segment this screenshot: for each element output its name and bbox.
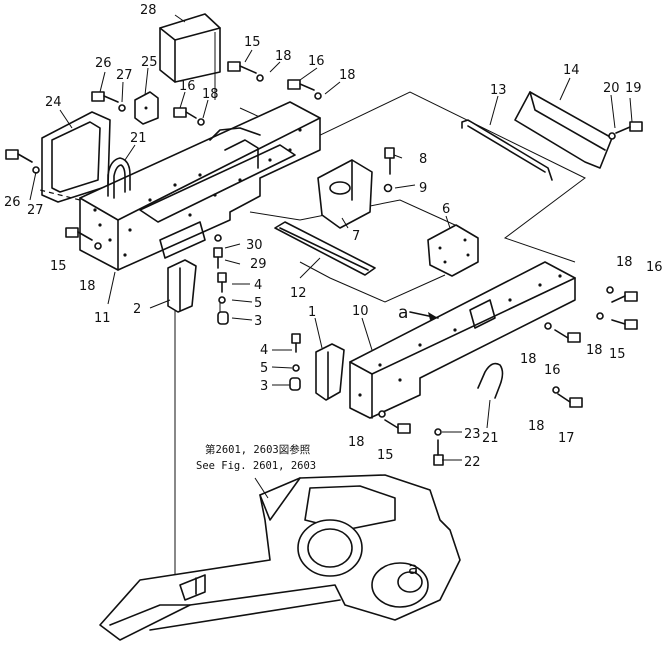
- callout-18: 18: [202, 87, 219, 102]
- callout-15: 15: [244, 35, 261, 50]
- callout-15: 15: [609, 347, 626, 362]
- callout-23: 23: [464, 427, 481, 442]
- callout-3: 3: [254, 314, 262, 329]
- view-arrow-a: [409, 311, 439, 320]
- figure-reference-en: See Fig. 2601, 2603: [196, 460, 316, 472]
- callout-18: 18: [520, 352, 537, 367]
- callout-5: 5: [254, 296, 262, 311]
- callout-14: 14: [563, 63, 580, 78]
- callout-27: 27: [27, 203, 44, 218]
- part-7-mount: [317, 159, 373, 229]
- callout-28: 28: [140, 3, 157, 18]
- part-12-bar: [274, 221, 376, 276]
- part-21-u-bracket-right: [477, 362, 504, 399]
- view-marker-a-upper: a: [398, 303, 408, 323]
- callout-9: 9: [419, 181, 427, 196]
- callout-7: 7: [352, 229, 360, 244]
- callout-27: 27: [116, 68, 133, 83]
- callout-18: 18: [348, 435, 365, 450]
- callout-17: 17: [558, 431, 575, 446]
- part-21-u-bracket-left: [107, 157, 131, 199]
- callout-16: 16: [646, 260, 662, 275]
- callout-26: 26: [95, 56, 112, 71]
- callout-18: 18: [528, 419, 545, 434]
- callout-11: 11: [94, 311, 111, 326]
- callout-3: 3: [260, 379, 268, 394]
- callout-15: 15: [50, 259, 67, 274]
- callout-18: 18: [616, 255, 633, 270]
- callout-21: 21: [130, 131, 147, 146]
- part-25-plate: [134, 91, 159, 125]
- callout-30: 30: [246, 238, 263, 253]
- fasteners: [5, 61, 643, 466]
- callout-15: 15: [377, 448, 394, 463]
- leader-lines: [29, 14, 633, 499]
- callout-20: 20: [603, 81, 620, 96]
- callout-16: 16: [179, 79, 196, 94]
- callout-16: 16: [308, 54, 325, 69]
- callout-25: 25: [141, 55, 158, 70]
- callout-1: 1: [308, 305, 316, 320]
- callout-numbers: 28 15 18 16 18 26 27 25 16 18 24 21 26 2…: [4, 3, 662, 470]
- callout-24: 24: [45, 95, 62, 110]
- callout-19: 19: [625, 81, 642, 96]
- callout-29: 29: [250, 257, 267, 272]
- part-13-handle: [461, 119, 553, 181]
- callout-5: 5: [260, 361, 268, 376]
- view-marker-a-lower: a: [408, 559, 418, 579]
- callout-16: 16: [544, 363, 561, 378]
- tractor-body: [99, 474, 461, 641]
- part-14-bracket: [514, 91, 613, 169]
- callout-12: 12: [290, 286, 307, 301]
- part-28-cover: [159, 13, 221, 100]
- callout-8: 8: [419, 152, 427, 167]
- callout-22: 22: [464, 455, 481, 470]
- part-6-plate: [427, 224, 479, 277]
- part-2-bracket: [167, 259, 197, 313]
- callout-18: 18: [79, 279, 96, 294]
- part-11-left-frame: [39, 101, 321, 271]
- callout-10: 10: [352, 304, 369, 319]
- callout-4: 4: [260, 343, 268, 358]
- callout-18: 18: [339, 68, 356, 83]
- callout-18: 18: [275, 49, 292, 64]
- callout-26: 26: [4, 195, 21, 210]
- callout-13: 13: [490, 83, 507, 98]
- callout-21: 21: [482, 431, 499, 446]
- callout-4: 4: [254, 278, 262, 293]
- figure-reference-jp: 第2601, 2603図参照: [205, 443, 311, 456]
- callout-6: 6: [442, 202, 450, 217]
- part-1-bracket: [315, 343, 345, 401]
- callout-18: 18: [586, 343, 603, 358]
- callout-2: 2: [133, 302, 141, 317]
- part-10-right-frame: [349, 261, 576, 419]
